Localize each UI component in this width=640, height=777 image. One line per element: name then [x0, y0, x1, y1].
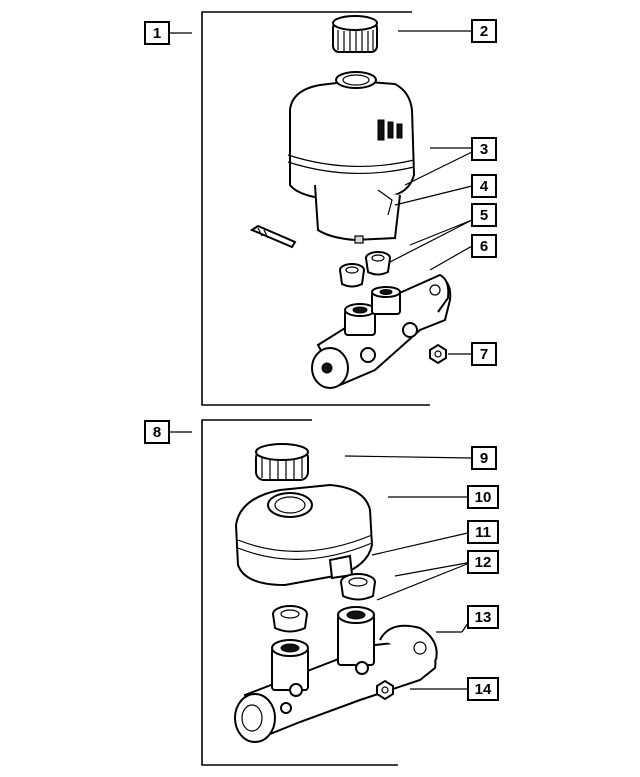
callout-14: 14: [467, 677, 499, 701]
callout-10: 10: [467, 485, 499, 509]
svg-text:12: 12: [475, 554, 492, 571]
svg-text:13: 13: [475, 609, 492, 626]
reservoir-grommets-upper: [339, 251, 391, 288]
leader-9: [344, 455, 473, 459]
callout-1: 1: [144, 21, 170, 45]
callout-11: 11: [467, 520, 499, 544]
callout-13: 13: [467, 605, 499, 629]
fluid-reservoir-upper: [287, 71, 416, 244]
svg-text:10: 10: [475, 489, 492, 506]
mounting-nut-upper: [429, 343, 447, 365]
leader-12a: [394, 561, 473, 577]
svg-text:14: 14: [475, 681, 492, 698]
svg-text:5: 5: [480, 207, 488, 224]
leader-6: [429, 245, 473, 271]
svg-text:2: 2: [480, 23, 488, 40]
callout-8: 8: [144, 420, 170, 444]
callout-2: 2: [471, 19, 497, 43]
callout-12: 12: [467, 550, 499, 574]
fluid-reservoir-lower: [234, 483, 374, 587]
lower-assembly-bracket: [170, 419, 398, 766]
leader-5b: [389, 219, 473, 263]
reservoir-grommets-lower: [272, 573, 376, 633]
svg-text:4: 4: [480, 178, 489, 195]
svg-text:9: 9: [480, 450, 488, 467]
master-cylinder-upper: [311, 273, 452, 389]
svg-text:1: 1: [153, 25, 161, 42]
svg-text:3: 3: [480, 141, 488, 158]
callout-9: 9: [471, 446, 497, 470]
callout-6: 6: [471, 234, 497, 258]
svg-text:6: 6: [480, 238, 488, 255]
leader-3b: [404, 151, 473, 186]
callout-4: 4: [471, 174, 497, 198]
leader-12b: [376, 561, 473, 601]
callout-5: 5: [471, 203, 497, 227]
svg-text:8: 8: [153, 424, 161, 441]
callout-3: 3: [471, 137, 497, 161]
svg-text:11: 11: [475, 524, 491, 541]
master-cylinder-lower: [234, 606, 438, 743]
svg-text:7: 7: [480, 346, 488, 363]
callout-7: 7: [471, 342, 497, 366]
leader-4: [394, 185, 473, 206]
mounting-nut-lower: [376, 679, 394, 701]
retaining-pin: [249, 224, 297, 249]
leader-11: [371, 531, 473, 556]
reservoir-cap-upper: [332, 15, 378, 53]
reservoir-cap-lower: [255, 443, 309, 481]
leader-5a: [409, 219, 473, 246]
upper-assembly-bracket: [170, 11, 430, 406]
